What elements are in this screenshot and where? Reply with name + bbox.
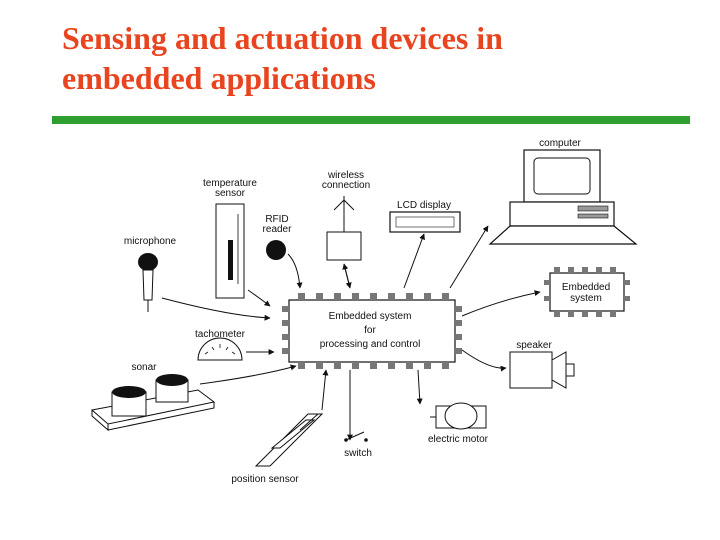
chip-label-line-1: Embedded system (329, 311, 412, 322)
electric-motor-icon (430, 402, 487, 430)
chip-label-line-3: processing and control (320, 339, 421, 350)
rfid-reader-icon (266, 240, 286, 260)
position-sensor-label: position sensor (231, 474, 299, 485)
switch-label: switch (344, 448, 372, 459)
position-sensor-icon (254, 413, 324, 467)
wireless-return-arrow (342, 263, 351, 289)
speaker-label: speaker (516, 340, 552, 351)
sonar-label: sonar (131, 362, 157, 373)
title-divider (52, 116, 690, 124)
embedded-system-chip-icon (544, 267, 630, 317)
microphone-label: microphone (124, 236, 177, 247)
title-line-1: Sensing and actuation devices in (62, 20, 503, 56)
rfid-label-1: RFID (265, 214, 288, 225)
microphone-icon (138, 253, 158, 312)
tachometer-icon (197, 337, 243, 361)
sonar-icon (90, 374, 216, 432)
central-embedded-chip: Embedded system for processing and contr… (282, 293, 462, 369)
computer-icon (488, 149, 638, 245)
antenna-icon (326, 196, 362, 261)
lcd-display-label: LCD display (397, 200, 451, 211)
speaker-icon (509, 351, 575, 389)
tachometer-label: tachometer (195, 329, 246, 340)
wireless-label-2: connection (322, 180, 370, 191)
switch-icon (344, 431, 368, 442)
electric-motor-label: electric motor (428, 434, 489, 445)
temperature-sensor-label-2: sensor (215, 188, 246, 199)
embedded-system-label-2: system (570, 293, 602, 304)
rfid-label-2: reader (263, 224, 293, 235)
wireless-label-1: wireless (327, 170, 364, 181)
title-line-2: embedded applications (62, 60, 376, 96)
lcd-display-icon (389, 211, 461, 233)
temperature-sensor-label-1: temperature (203, 178, 257, 189)
thermometer-icon (215, 203, 245, 299)
embedded-system-label-1: Embedded (562, 282, 610, 293)
computer-label: computer (539, 138, 581, 149)
slide-title: Sensing and actuation devices in embedde… (62, 18, 662, 98)
chip-label-line-2: for (364, 325, 376, 336)
